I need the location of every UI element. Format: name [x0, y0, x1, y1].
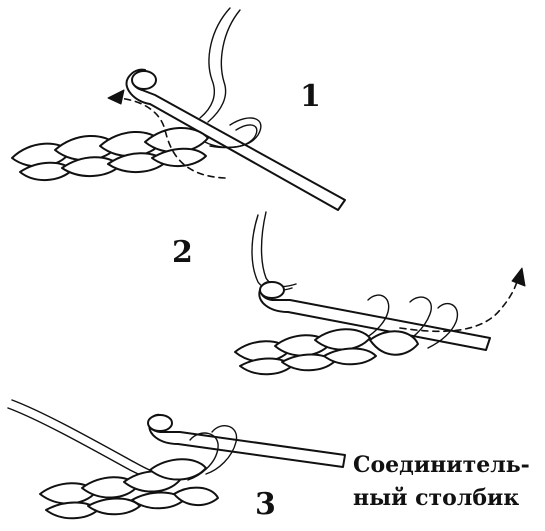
step-3-hook-tip: [148, 415, 172, 431]
caption-line-1: Соединитель-: [353, 449, 543, 482]
caption-line-2: ный столбик: [353, 482, 543, 515]
step-1-chain: [12, 128, 208, 180]
step-number-1: 1: [300, 82, 321, 112]
step-3-chain: [40, 459, 218, 518]
step-1-hook-tip: [132, 71, 156, 89]
step-2-illustration: [235, 212, 525, 374]
step-1-yarn-tail: [200, 8, 230, 118]
step-number-2: 2: [172, 238, 193, 268]
step-2-yarn-tail: [252, 215, 292, 290]
caption: Соединитель- ный столбик: [353, 449, 543, 515]
step-3-illustration: [8, 400, 345, 518]
step-number-3: 3: [255, 490, 276, 520]
step-2-hook-tip: [260, 282, 284, 298]
step-1-illustration: [12, 8, 345, 210]
step-2-chain: [235, 329, 418, 374]
